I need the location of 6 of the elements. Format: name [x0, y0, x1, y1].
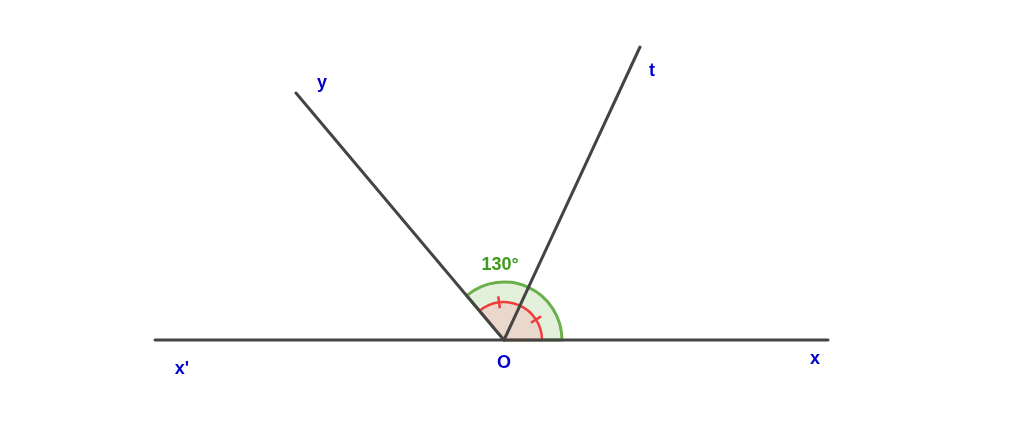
- point-label: x: [810, 348, 820, 368]
- angle-label: 130°: [481, 254, 519, 274]
- point-label: O: [497, 352, 511, 372]
- point-label: t: [649, 60, 655, 80]
- point-label: x': [174, 358, 190, 378]
- point-label: y: [317, 72, 327, 92]
